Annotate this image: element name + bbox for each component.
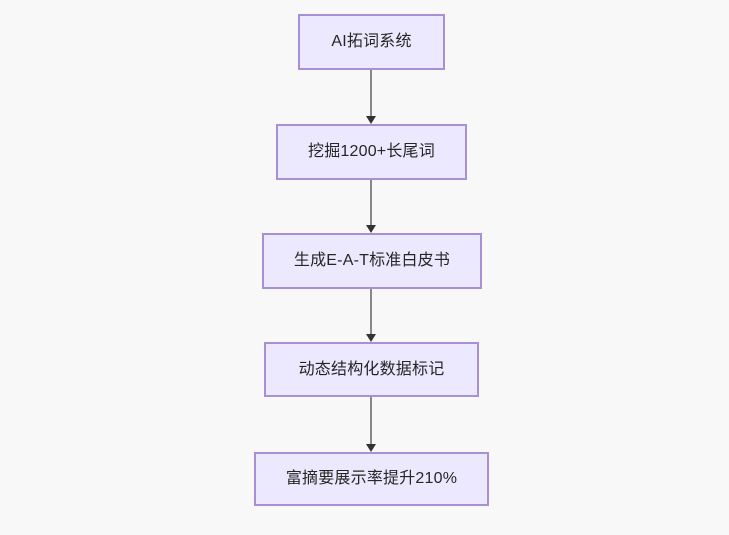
arrow-down-icon [366,334,376,342]
flowchart-node-rich-snippet-impression-lift[interactable]: 富摘要展示率提升210% [254,452,489,506]
flowchart-edge-3 [370,289,372,334]
node-label: 挖掘1200+长尾词 [308,143,435,161]
arrow-down-icon [366,225,376,233]
flowchart-edge-2 [370,180,372,225]
flowchart-edge-4 [370,397,372,444]
node-label: 富摘要展示率提升210% [285,470,458,488]
node-label: 动态结构化数据标记 [298,360,445,378]
flowchart-node-dynamic-structured-data-markup[interactable]: 动态结构化数据标记 [264,342,479,397]
flowchart-node-generate-eat-whitepaper[interactable]: 生成E-A-T标准白皮书 [262,233,482,289]
flowchart-edge-1 [370,70,372,116]
node-label: 生成E-A-T标准白皮书 [293,252,451,270]
arrow-down-icon [366,444,376,452]
flowchart-node-mine-longtail-keywords[interactable]: 挖掘1200+长尾词 [276,124,467,180]
arrow-down-icon [366,116,376,124]
flowchart-node-ai-keyword-system[interactable]: AI拓词系统 [298,14,445,70]
node-label: AI拓词系统 [331,33,412,51]
